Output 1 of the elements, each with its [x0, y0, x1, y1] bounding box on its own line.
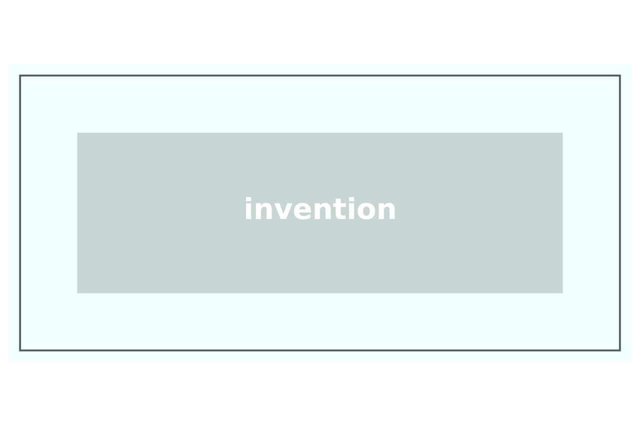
cluster: [19, 74, 621, 351]
